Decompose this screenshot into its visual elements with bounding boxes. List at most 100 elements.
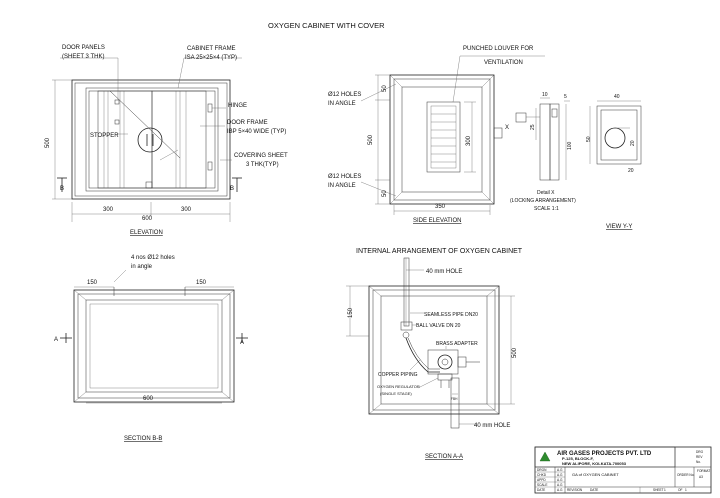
of-value: 1 [685,488,687,492]
detail-dim-5: 5 [564,94,567,100]
bb-dim-150-left: 150 [87,280,98,286]
elev-dim-300-left: 300 [103,207,114,213]
company-logo [539,451,551,462]
main-title: OXYGEN CABINET WITH COVER [268,21,385,30]
side-label: DRG [696,450,704,454]
row-value: A.G [557,468,563,472]
section-aa-title: SECTION A-A [425,454,463,460]
covering-sheet-sub: 3 THK(TYP) [246,162,279,168]
louver-label: PUNCHED LOUVER FOR [463,46,534,52]
internal-title: INTERNAL ARRANGEMENT OF OXYGEN CABINET [356,248,523,255]
louver-sub: VENTILATION [484,60,523,66]
section-bb-view: 150 150 4 nos Ø12 holes in angle 600 A A… [54,255,248,442]
row-label: SCALE [537,483,547,487]
date-col-label: DATE [590,488,598,492]
format-label: FORMAT [697,469,710,473]
sheet-label: SHEET [653,488,664,492]
detail-x-label: Detail X [537,190,555,196]
copper-piping-label: COPPER PIPING [378,372,418,378]
aa-dim-150: 150 [348,307,354,318]
detail-dim-25: 25 [530,124,536,130]
stopper-label: STOPPER [90,133,119,139]
company-name: AIR GASES PROJECTS PVT. LTD [557,451,652,457]
door-panels-label: DOOR PANELS [62,45,105,51]
view-dim-50: 50 [586,136,592,142]
regulator-sub: (SINGLE STAGE) [380,391,412,396]
regulator-label: OXYGEN REGULATOR [377,384,420,389]
cabinet-frame-label: CABINET FRAME [187,46,236,52]
covering-sheet-label: COVERING SHEET [234,153,288,159]
elevation-title: ELEVATION [130,230,163,236]
side-label: REV [696,455,703,459]
section-mark-b-left: B [60,186,64,192]
door-panels-sub: (SHEET 3 THK) [62,54,104,60]
side-dim-300: 300 [466,135,472,146]
view-dim-20b: 20 [628,168,634,174]
aa-dim-500: 500 [512,347,518,358]
detail-x-scale: SCALE 1:1 [534,206,559,212]
side-dim-50-bot: 50 [382,190,388,197]
cylinder-mark: FBH [451,397,458,401]
door-frame-sub: IBP 5×40 WIDE (TYP) [227,129,286,135]
section-mark-a-right: A [240,340,244,346]
detail-x-sub: (LOCKING ARRANGEMENT) [510,198,576,204]
row-label: DRGN [537,468,547,472]
view-dim-40: 40 [614,94,620,100]
bb-dim-150-right: 150 [196,280,207,286]
detail-dim-100: 100 [567,141,573,150]
internal-arrangement-view: INTERNAL ARRANGEMENT OF OXYGEN CABINET F… [346,248,523,460]
view-yy: 40 50 20 20 VIEW Y-Y [586,94,642,230]
elev-dim-600: 600 [142,216,153,222]
bb-dim-600: 600 [143,396,154,402]
revision-label: REVISION [567,488,583,492]
row-value: A.G [557,478,563,482]
format-value: A3 [699,475,703,479]
section-mark-a-left: A [54,337,58,343]
cabinet-frame-sub: ISA 25×25×4 (TYP) [185,55,237,61]
view-dim-20a: 20 [630,140,636,146]
hinge-label: HINGE [228,103,247,109]
title-block: AIR GASES PROJECTS PVT. LTD P-125, BLOCK… [534,446,712,494]
seamless-pipe-label: SEAMLESS PIPE DN20 [424,312,478,318]
door-frame-label: DOOR FRAME [227,120,268,126]
detail-x-mark: X [505,125,509,131]
row-label: DATE [537,488,545,492]
bb-holes-sub: in angle [131,264,153,270]
bb-holes-label: 4 nos Ø12 holes [131,255,175,261]
elev-dim-300-right: 300 [181,207,192,213]
view-yy-title: VIEW Y-Y [606,224,632,230]
section-mark-b-right: B [230,186,234,192]
elevation-view: DOOR PANELS (SHEET 3 THK) CABINET FRAME … [45,45,288,236]
row-label: APPD [537,478,546,482]
row-value: A.G [557,473,563,477]
sheet-value: 1 [664,488,666,492]
side-label: No. [696,460,701,464]
hole-bot-label: 40 mm HOLE [474,423,510,429]
holes-top-sub: IN ANGLE [328,101,356,107]
row-value: A.G [557,488,563,492]
holes-top-label: Ø12 HOLES [328,92,361,98]
ball-valve-label: BALL VALVE DN 20 [416,323,461,329]
row-value: A.G [557,483,563,487]
side-dim-50-top: 50 [382,85,388,92]
detail-dim-10: 10 [542,92,548,98]
holes-bot-sub: IN ANGLE [328,183,356,189]
holes-bot-label: Ø12 HOLES [328,174,361,180]
side-elevation-title: SIDE ELEVATION [413,218,461,224]
brass-adapter-label: BRASS ADAPTER [436,341,478,347]
side-dim-500: 500 [368,134,374,145]
order-no-label: ORDER No. [677,473,694,477]
drawing-title: GA of OXYGEN CABINET [572,472,619,477]
detail-x-view: 10 5 25 100 Detail X (LOCKING ARRANGEMEN… [510,92,576,212]
company-addr2: NEW ALIPORE, KOLKATA-700053 [562,461,627,466]
side-dim-350: 350 [435,204,446,210]
of-label: OF [678,488,682,492]
signature-rows: DRGN CHKD APPD SCALE DATE A.G A.G A.G A.… [535,468,565,492]
elev-dim-500: 500 [45,137,51,148]
side-elevation-view: X PUNCHED LOUVER FOR VENTILATION Ø12 HOL… [328,46,545,224]
row-label: CHKD [537,473,547,477]
section-bb-title: SECTION B-B [124,436,162,442]
hole-top-label: 40 mm HOLE [426,269,462,275]
company-addr1: P-125, BLOCK-F, [562,456,594,461]
